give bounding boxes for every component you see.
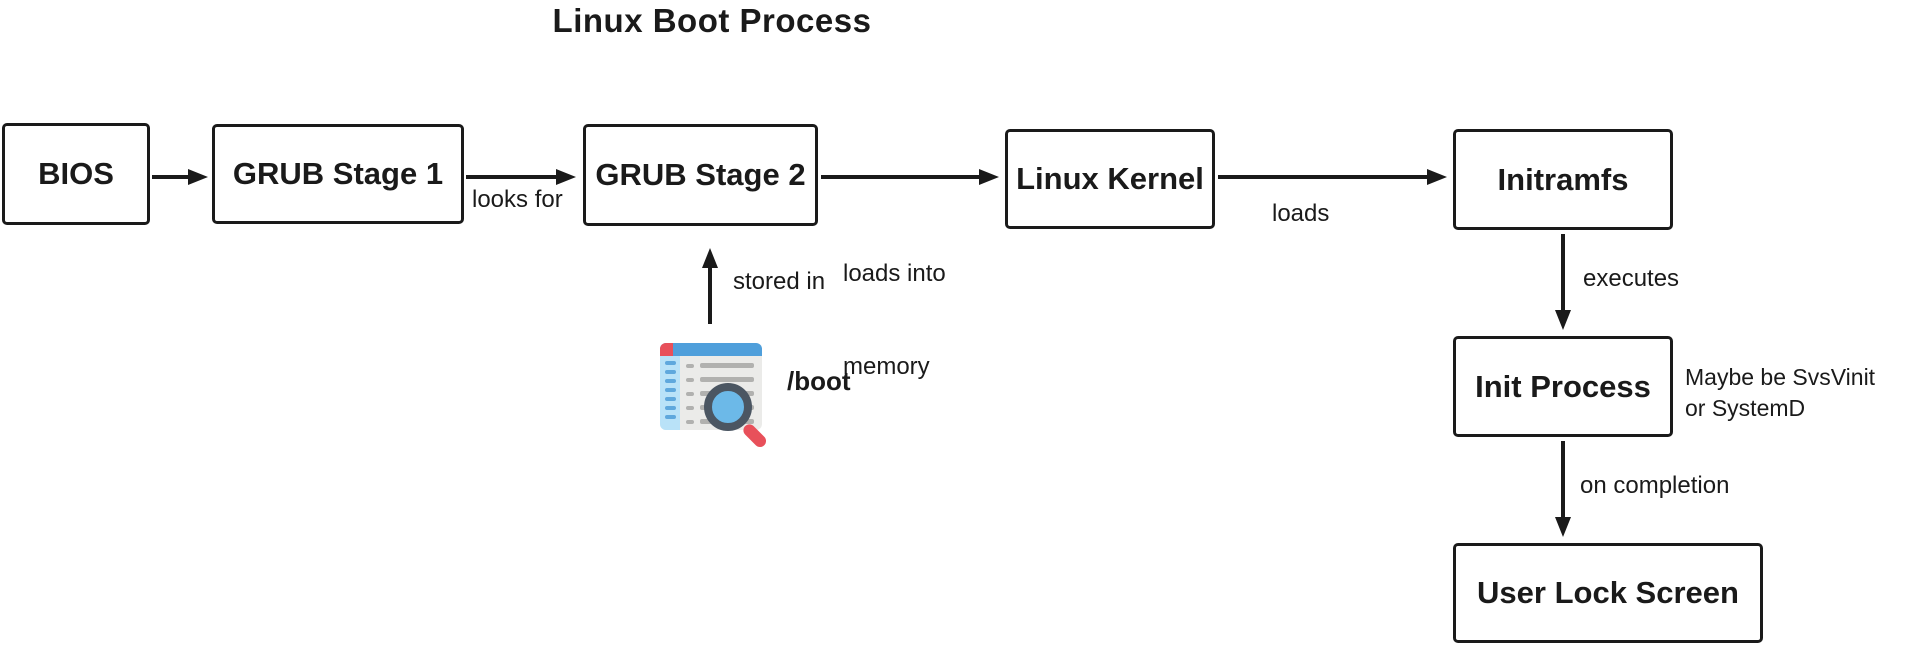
node-grub-stage-2-label: GRUB Stage 2 xyxy=(595,157,806,192)
document-search-icon xyxy=(660,341,774,451)
document-icon-header xyxy=(660,343,762,356)
edge-label-loads-into-line2: memory xyxy=(843,353,930,380)
node-init-process: Init Process xyxy=(1453,336,1673,437)
boot-path-label: /boot xyxy=(787,366,851,396)
edge-label-loads-into-memory: loads into memory xyxy=(843,196,946,444)
node-user-lock-screen: User Lock Screen xyxy=(1453,543,1763,643)
diagram-title: Linux Boot Process xyxy=(552,2,872,39)
init-process-note-line1: Maybe be SvsVinit xyxy=(1685,364,1876,390)
edge-label-looks-for: looks for xyxy=(472,186,563,213)
node-init-process-label: Init Process xyxy=(1475,368,1651,404)
node-grub-stage-1-label: GRUB Stage 1 xyxy=(232,156,444,191)
node-bios-label: BIOS xyxy=(38,156,114,191)
edge-label-stored-in: stored in xyxy=(733,268,826,295)
magnifier-lens xyxy=(704,383,752,431)
node-initramfs-label: Initramfs xyxy=(1497,161,1629,197)
init-process-note: Maybe be SvsVinit or SystemD xyxy=(1685,362,1875,424)
edge-label-loads: loads xyxy=(1272,200,1330,227)
node-linux-kernel-label: Linux Kernel xyxy=(1016,161,1204,196)
node-user-lock-screen-label: User Lock Screen xyxy=(1477,575,1739,610)
document-icon-header-red-tab xyxy=(660,343,673,356)
node-grub-stage-1: GRUB Stage 1 xyxy=(212,124,464,224)
node-bios: BIOS xyxy=(2,123,150,225)
init-process-note-line2: or SystemD xyxy=(1685,395,1806,421)
node-initramfs: Initramfs xyxy=(1453,129,1673,230)
edge-label-executes: executes xyxy=(1583,265,1680,292)
node-linux-kernel: Linux Kernel xyxy=(1005,129,1215,229)
edge-label-loads-into-line1: loads into xyxy=(843,260,946,287)
edge-label-on-completion: on completion xyxy=(1580,472,1730,499)
document-icon-sidebar xyxy=(660,356,680,430)
node-grub-stage-2: GRUB Stage 2 xyxy=(583,124,818,226)
